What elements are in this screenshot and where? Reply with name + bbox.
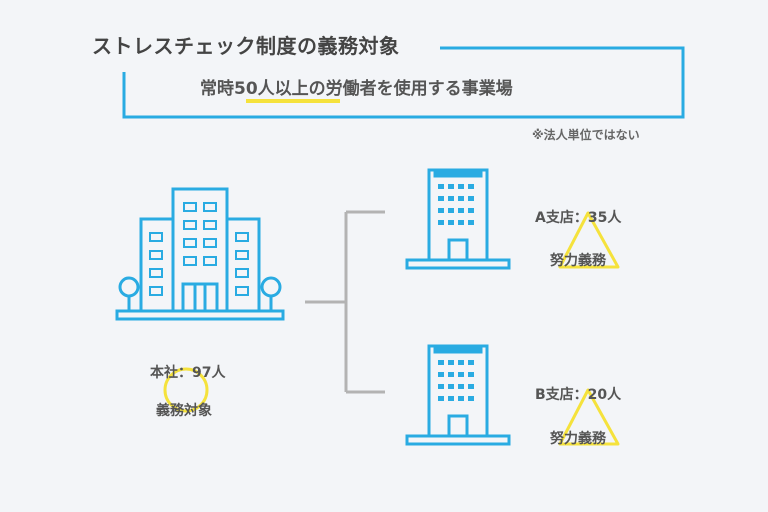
head-office-building-icon [115, 187, 285, 321]
branch-a-status: 努力義務 [550, 253, 606, 269]
head-office-status: 義務対象 [156, 403, 212, 419]
highlight-underline [246, 99, 340, 103]
branch-b-label: B支店：20人 [535, 387, 622, 403]
triangle-mark-a-icon [558, 211, 620, 269]
branch-a-label: A支店：35人 [535, 210, 622, 226]
footnote: ※法人単位ではない [532, 128, 640, 142]
triangle-mark-b-icon [558, 388, 620, 446]
branch-a-building-icon [405, 168, 511, 270]
branch-b-status: 努力義務 [550, 431, 606, 447]
page-subtitle: 常時50人以上の労働者を使用する事業場 [200, 79, 513, 99]
branch-b-building-icon [405, 344, 511, 446]
page-title: ストレスチェック制度の義務対象 [84, 30, 408, 59]
connector-lines [305, 210, 385, 394]
circle-mark-icon [163, 367, 209, 413]
header-frame [122, 46, 685, 119]
head-office-label: 本社：97人 [150, 365, 226, 381]
